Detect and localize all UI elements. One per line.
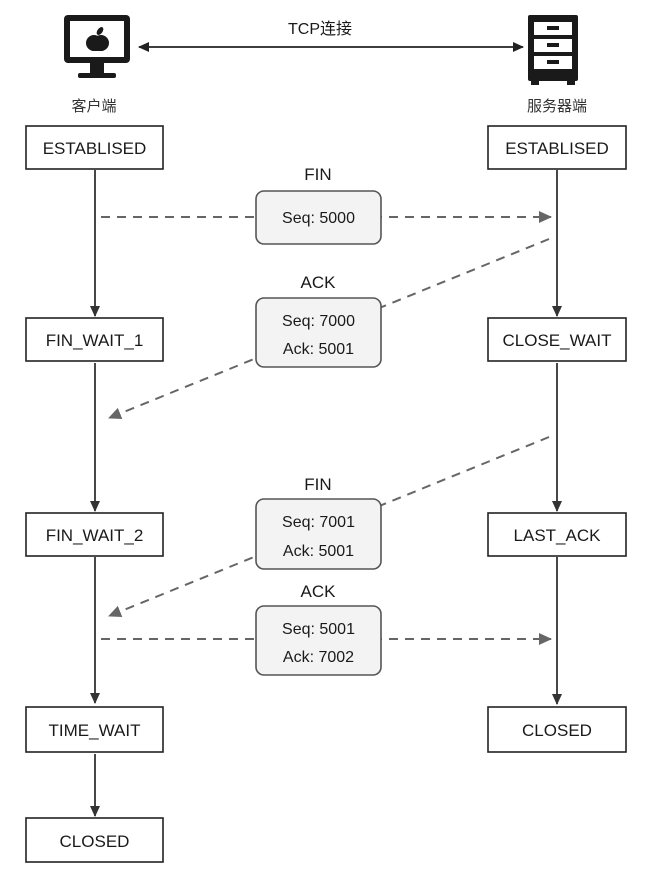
state-label: CLOSED bbox=[522, 721, 592, 740]
message-flag: ACK bbox=[301, 582, 337, 601]
client-state-fin-wait-1: FIN_WAIT_1 bbox=[25, 317, 164, 362]
state-label: FIN_WAIT_1 bbox=[46, 331, 144, 350]
message-seq: Seq: 5001 bbox=[282, 621, 355, 638]
state-label: CLOSED bbox=[60, 832, 130, 851]
apple-logo-icon bbox=[86, 27, 109, 51]
state-label: ESTABLISED bbox=[43, 139, 147, 158]
state-label: ESTABLISED bbox=[505, 139, 609, 158]
client-label: 客户端 bbox=[71, 98, 116, 115]
message-ack: Ack: 5001 bbox=[283, 543, 354, 560]
server-icon bbox=[528, 15, 578, 85]
client-state-time-wait: TIME_WAIT bbox=[25, 706, 164, 753]
message-flag: FIN bbox=[304, 165, 331, 184]
message-ack: Ack: 7002 bbox=[283, 649, 354, 666]
message-ack: Ack: 5001 bbox=[283, 341, 354, 358]
state-label: LAST_ACK bbox=[514, 526, 602, 545]
message-flag: FIN bbox=[304, 475, 331, 494]
message-fin-2: FIN Seq: 7001 Ack: 5001 bbox=[255, 475, 382, 570]
client-state-closed: CLOSED bbox=[25, 817, 164, 863]
server-state-closed: CLOSED bbox=[487, 706, 627, 753]
message-seq: Seq: 5000 bbox=[282, 210, 355, 227]
server-state-established: ESTABLISED bbox=[487, 125, 627, 170]
message-flag: ACK bbox=[301, 273, 337, 292]
message-seq: Seq: 7000 bbox=[282, 313, 355, 330]
tcp-connection-label: TCP连接 bbox=[288, 20, 352, 38]
message-fin-1: FIN Seq: 5000 bbox=[255, 165, 382, 245]
state-label: CLOSE_WAIT bbox=[503, 331, 612, 350]
server-state-last-ack: LAST_ACK bbox=[487, 512, 627, 557]
server-label: 服务器端 bbox=[527, 98, 587, 115]
state-label: TIME_WAIT bbox=[49, 721, 141, 740]
client-state-established: ESTABLISED bbox=[25, 125, 164, 170]
client-state-fin-wait-2: FIN_WAIT_2 bbox=[25, 512, 164, 557]
message-ack-2: ACK Seq: 5001 Ack: 7002 bbox=[255, 582, 382, 676]
state-label: FIN_WAIT_2 bbox=[46, 526, 144, 545]
server-state-close-wait: CLOSE_WAIT bbox=[487, 317, 627, 362]
computer-icon bbox=[64, 15, 130, 78]
message-ack-1: ACK Seq: 7000 Ack: 5001 bbox=[255, 273, 382, 368]
message-seq: Seq: 7001 bbox=[282, 514, 355, 531]
